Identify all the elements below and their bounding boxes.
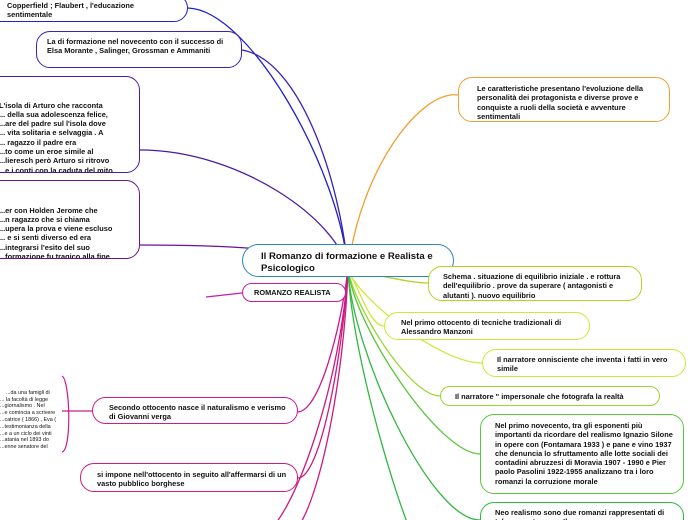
- stub-romanzo-realista: [205, 292, 243, 298]
- topic-naturalismo-verga[interactable]: Secondo ottocento nasce il naturalismo e…: [92, 397, 298, 424]
- topic-romanzo-realista[interactable]: ROMANZO REALISTA: [242, 283, 346, 302]
- link-copperfield: [187, 7, 349, 271]
- topic-schema-narrativo[interactable]: Schema . situazione di equilibrio inizia…: [428, 266, 642, 301]
- topic-narratore-onnisciente[interactable]: Il narratore onnisciente che inventa i f…: [482, 349, 686, 377]
- topic-copperfield-label: Copperfield ; Flaubert , l'educazione se…: [7, 1, 135, 20]
- topic-caratteristiche-label: Le caratteristiche presentano l'evoluzio…: [477, 84, 644, 121]
- topic-caratteristiche[interactable]: Le caratteristiche presentano l'evoluzio…: [458, 77, 670, 122]
- topic-narratore-onnisciente-label: Il narratore onnisciente che inventa i f…: [497, 355, 668, 374]
- topic-romanzo-realista-label: ROMANZO REALISTA: [254, 288, 331, 297]
- central-topic-label: Il Romanzo di formazione e Realista e Ps…: [261, 251, 433, 274]
- topic-formazione-novecento-label: La di formazione nel novecento con il su…: [47, 37, 224, 56]
- link-extra-magenta-1: [277, 269, 349, 520]
- topic-formazione-novecento[interactable]: La di formazione nel novecento con il su…: [36, 31, 242, 68]
- topic-isola-di-arturo-label: L'isola di Arturo che racconta ... della…: [0, 100, 113, 173]
- topic-isola-di-arturo[interactable]: L'isola di Arturo che racconta ... della…: [0, 76, 140, 173]
- topic-manzoni-label: Nel primo ottocento di tecniche tradizio…: [401, 318, 562, 337]
- topic-realismo-novecento-label: Nel primo novecento, tra gli esponenti p…: [495, 421, 673, 486]
- link-novecento: [241, 49, 349, 271]
- topic-narratore-impersonale-label: Il narratore " impersonale che fotografa…: [455, 392, 624, 401]
- link-realismo-novecento: [347, 269, 481, 455]
- topic-realismo-novecento[interactable]: Nel primo novecento, tra gli esponenti p…: [480, 414, 684, 494]
- topic-holden-salinger[interactable]: ...er con Holden Jerome che ...n ragazzo…: [0, 180, 140, 259]
- topic-manzoni[interactable]: Nel primo ottocento di tecniche tradizio…: [384, 312, 590, 340]
- topic-schema-narrativo-label: Schema . situazione di equilibrio inizia…: [443, 272, 621, 300]
- topic-neorealismo-label: Neo realismo sono due romanzi rappresent…: [495, 508, 665, 520]
- link-impersonale: [347, 269, 441, 397]
- link-caratteristiche: [347, 94, 459, 271]
- link-neorealismo: [347, 269, 481, 520]
- topic-neorealismo[interactable]: Neo realismo sono due romanzi rappresent…: [480, 502, 684, 520]
- verga-biography-note-text: ...da una famigli di ... la facoltà di l…: [0, 389, 57, 451]
- stub-verga-leaf: [61, 375, 92, 453]
- topic-copperfield[interactable]: Copperfield ; Flaubert , l'educazione se…: [0, 0, 188, 22]
- verga-biography-note: ...da una famigli di ... la facoltà di l…: [0, 383, 60, 453]
- link-extra-green: [347, 269, 407, 520]
- central-topic[interactable]: Il Romanzo di formazione e Realista e Ps…: [242, 244, 454, 277]
- topic-pubblico-borghese-label: si impone nell'ottocento in seguito all'…: [97, 470, 287, 489]
- topic-holden-salinger-label: ...er con Holden Jerome che ...n ragazzo…: [0, 205, 113, 259]
- topic-pubblico-borghese[interactable]: si impone nell'ottocento in seguito all'…: [80, 463, 298, 492]
- topic-narratore-impersonale[interactable]: Il narratore " impersonale che fotografa…: [440, 386, 660, 406]
- link-extra-magenta-2: [301, 269, 349, 520]
- topic-naturalismo-verga-label: Secondo ottocento nasce il naturalismo e…: [109, 403, 286, 422]
